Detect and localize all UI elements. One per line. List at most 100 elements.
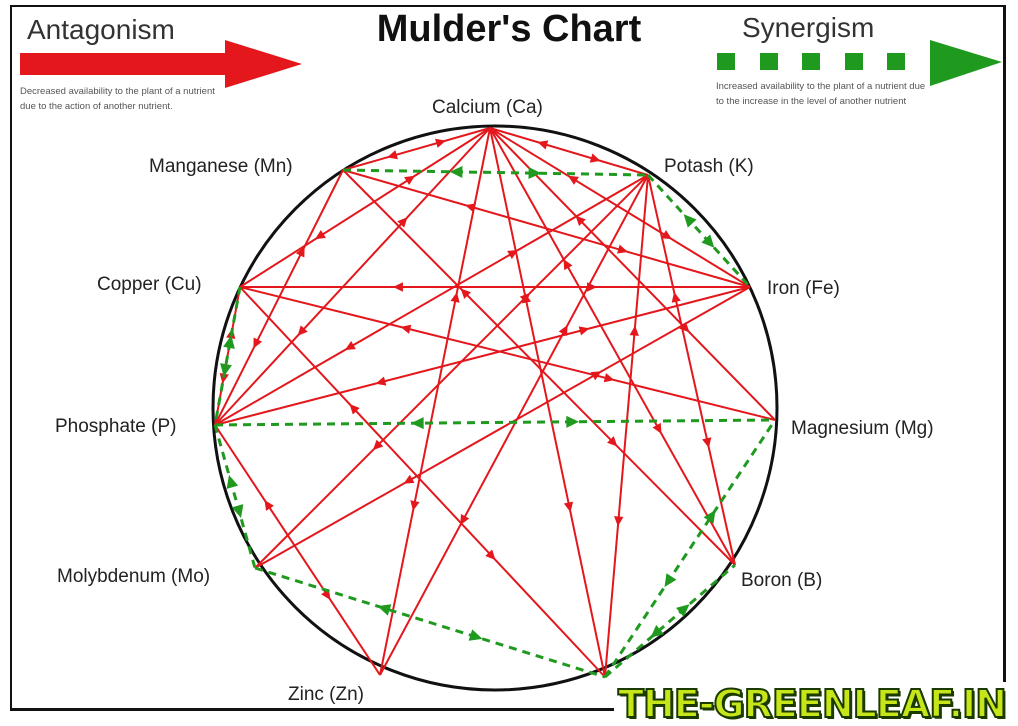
- antagonism-line-ca-cu: [239, 127, 491, 288]
- antagonism-line-ca-mg: [489, 127, 776, 421]
- synergism-label: Synergism: [742, 12, 875, 43]
- watermark-logo: THE-GREENLEAF.IN: [614, 681, 1010, 726]
- synergism-arrow-icon: [701, 234, 715, 248]
- antagonism-arrow-icon: [397, 217, 408, 228]
- synergism-arrow-icon: [676, 604, 690, 617]
- synergism-arrow-icon: [231, 504, 244, 518]
- antagonism-line-k-zn: [379, 174, 649, 676]
- antagonism-line-ca-k: [489, 127, 649, 176]
- antagonism-arrow-icon: [629, 325, 639, 336]
- antagonism-arrow-icon: [20, 40, 302, 88]
- antagonism-arrow-icon: [614, 516, 624, 527]
- synergism-line-mn-k: [342, 168, 649, 177]
- node-label-magnesium: Magnesium (Mg): [791, 418, 934, 439]
- synergism-line-n-b: [604, 563, 736, 679]
- antagonism-arrow-icon: [558, 325, 568, 336]
- synergism-line-p-mg: [214, 418, 776, 427]
- synergism-arrow-icon: [717, 40, 1002, 86]
- antagonism-arrow-icon: [403, 474, 415, 484]
- antagonism-arrow-icon: [563, 501, 574, 513]
- antagonism-arrow-icon: [507, 250, 519, 260]
- antagonism-line-mn-fe: [342, 169, 751, 288]
- synergism-arrow-icon: [223, 335, 235, 349]
- synergism-arrow-icon: [411, 417, 424, 430]
- synergism-arrow-icon: [683, 214, 697, 228]
- antagonism-arrow-icon: [450, 292, 460, 303]
- synergism-line-mo-n: [254, 566, 606, 679]
- antagonism-arrow-icon: [264, 500, 274, 511]
- antagonism-line-ca-zn: [379, 127, 491, 676]
- antagonism-arrow-icon: [219, 372, 229, 384]
- antagonism-arrow-icon: [652, 422, 662, 434]
- antagonism-line-k-mo: [254, 174, 649, 569]
- antagonism-arrow-icon: [679, 321, 690, 333]
- synergism-description: Increased availability to the plant of a…: [716, 81, 926, 107]
- node-label-copper: Copper (Cu): [97, 274, 202, 295]
- antagonism-line-mg-cu: [239, 286, 776, 421]
- synergism-arrow-icon: [664, 573, 677, 588]
- synergism-arrow-icon: [703, 509, 716, 524]
- antagonism-arrow-icon: [617, 244, 628, 254]
- antagonism-line-fe-mo: [254, 286, 751, 569]
- antagonism-line-mn-p: [214, 169, 344, 426]
- antagonism-arrow-icon: [295, 246, 305, 258]
- antagonism-arrow-icon: [253, 337, 263, 349]
- synergism-line-k-fe: [646, 173, 752, 289]
- antagonism-arrow-icon: [603, 373, 615, 383]
- synergism-arrow-icon: [226, 475, 239, 489]
- antagonism-arrow-icon: [349, 404, 360, 415]
- antagonism-arrow-icon: [661, 230, 672, 240]
- antagonism-line-ca-b: [489, 127, 736, 566]
- antagonism-arrow-icon: [404, 175, 415, 186]
- antagonism-arrow-icon: [410, 500, 420, 511]
- antagonism-line-mn-b: [342, 169, 736, 566]
- antagonism-arrow-icon: [563, 259, 573, 271]
- antagonism-arrow-icon: [297, 325, 308, 336]
- synergism-arrow-icon: [449, 165, 463, 178]
- antagonism-arrow-icon: [589, 153, 601, 163]
- node-label-calcium: Calcium (Ca): [432, 97, 543, 118]
- antagonism-arrow-icon: [702, 437, 712, 448]
- antagonism-arrow-icon: [537, 140, 549, 150]
- synergism-arrow-icon: [566, 415, 579, 428]
- antagonism-line-p-k: [214, 174, 649, 426]
- antagonism-line-cu-n: [239, 286, 606, 678]
- antagonism-line-ca-fe: [489, 127, 751, 288]
- antagonism-arrow-icon: [485, 549, 496, 560]
- antagonism-arrow-icon: [465, 203, 476, 213]
- antagonism-arrow-icon: [387, 150, 398, 160]
- antagonism-arrow-icon: [393, 282, 403, 292]
- synergism-arrow-icon: [220, 363, 232, 377]
- antagonism-line-k-n: [604, 174, 649, 678]
- node-label-zinc: Zinc (Zn): [288, 684, 364, 705]
- antagonism-line-p-fe: [214, 286, 751, 426]
- synergism-line-n-mg: [603, 419, 777, 678]
- synergism-arrow-icon: [377, 604, 392, 616]
- antagonism-arrow-icon: [315, 229, 326, 240]
- node-label-manganese: Manganese (Mn): [149, 156, 293, 177]
- synergism-line-p-mo: [213, 424, 257, 569]
- node-label-phosphate: Phosphate (P): [55, 416, 177, 437]
- antagonism-arrow-icon: [671, 292, 681, 303]
- antagonism-label: Antagonism: [27, 14, 175, 45]
- node-label-boron: Boron (B): [741, 570, 823, 591]
- antagonism-line-ca-mn: [342, 127, 491, 171]
- nutrient-circle: [211, 124, 779, 692]
- antagonism-line-k-b: [647, 174, 736, 566]
- node-label-iron: Iron (Fe): [767, 278, 840, 299]
- antagonism-line-p-zn: [214, 424, 381, 676]
- antagonism-arrow-icon: [575, 215, 586, 227]
- antagonism-arrow-icon: [435, 138, 446, 148]
- antagonism-arrow-icon: [460, 288, 471, 299]
- antagonism-arrow-icon: [344, 340, 356, 350]
- antagonism-arrow-icon: [375, 376, 387, 386]
- node-label-molybdenum: Molybdenum (Mo): [57, 566, 211, 587]
- antagonism-arrow-icon: [519, 292, 531, 304]
- chart-frame: [10, 5, 1006, 711]
- antagonism-arrow-icon: [460, 514, 470, 525]
- synergism-arrow-icon: [650, 625, 664, 638]
- node-label-potash: Potash (K): [664, 156, 754, 177]
- synergism-line-cu-p: [213, 286, 242, 426]
- chart-title: Mulder's Chart: [376, 8, 642, 50]
- antagonism-arrow-icon: [400, 324, 412, 334]
